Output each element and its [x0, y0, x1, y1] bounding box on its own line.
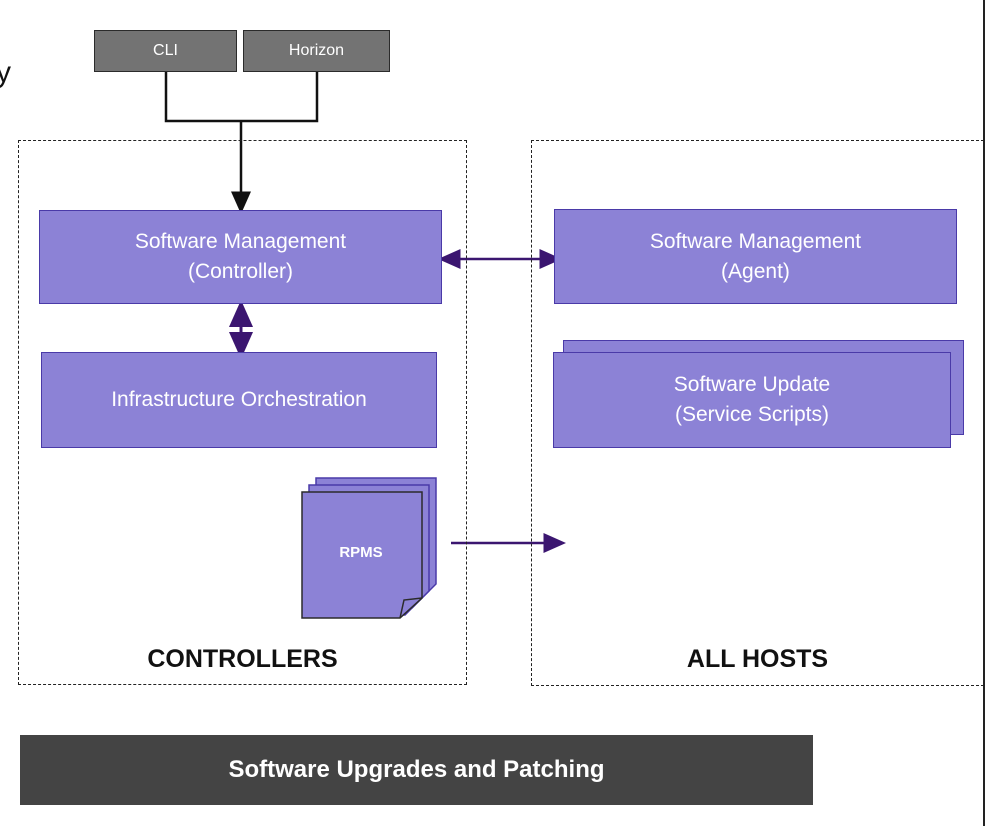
rpms-document-stack-icon — [301, 477, 437, 619]
cropped-text-fragment: y — [0, 56, 11, 89]
cli-button[interactable]: CLI — [94, 30, 237, 72]
cli-horizon-merge-connector — [164, 72, 319, 214]
software-upgrades-patching-banner: Software Upgrades and Patching — [20, 735, 813, 805]
horizon-button-label: Horizon — [288, 42, 345, 59]
right-border-line — [983, 0, 985, 826]
software-management-controller-box[interactable]: Software Management (Controller) — [39, 210, 442, 304]
all-hosts-group — [531, 140, 984, 686]
software-update-box[interactable]: Software Update (Service Scripts) — [553, 352, 951, 448]
infrastructure-orchestration-box[interactable]: Infrastructure Orchestration — [41, 352, 437, 448]
horizon-button[interactable]: Horizon — [243, 30, 390, 72]
cli-button-label: CLI — [153, 42, 178, 59]
all-hosts-label: ALL HOSTS — [686, 645, 829, 673]
controllers-label: CONTROLLERS — [147, 645, 338, 673]
rpms-label: RPMS — [339, 544, 383, 561]
software-management-agent-box[interactable]: Software Management (Agent) — [554, 209, 957, 304]
controllers-group — [18, 140, 467, 685]
banner-label: Software Upgrades and Patching — [228, 756, 605, 783]
